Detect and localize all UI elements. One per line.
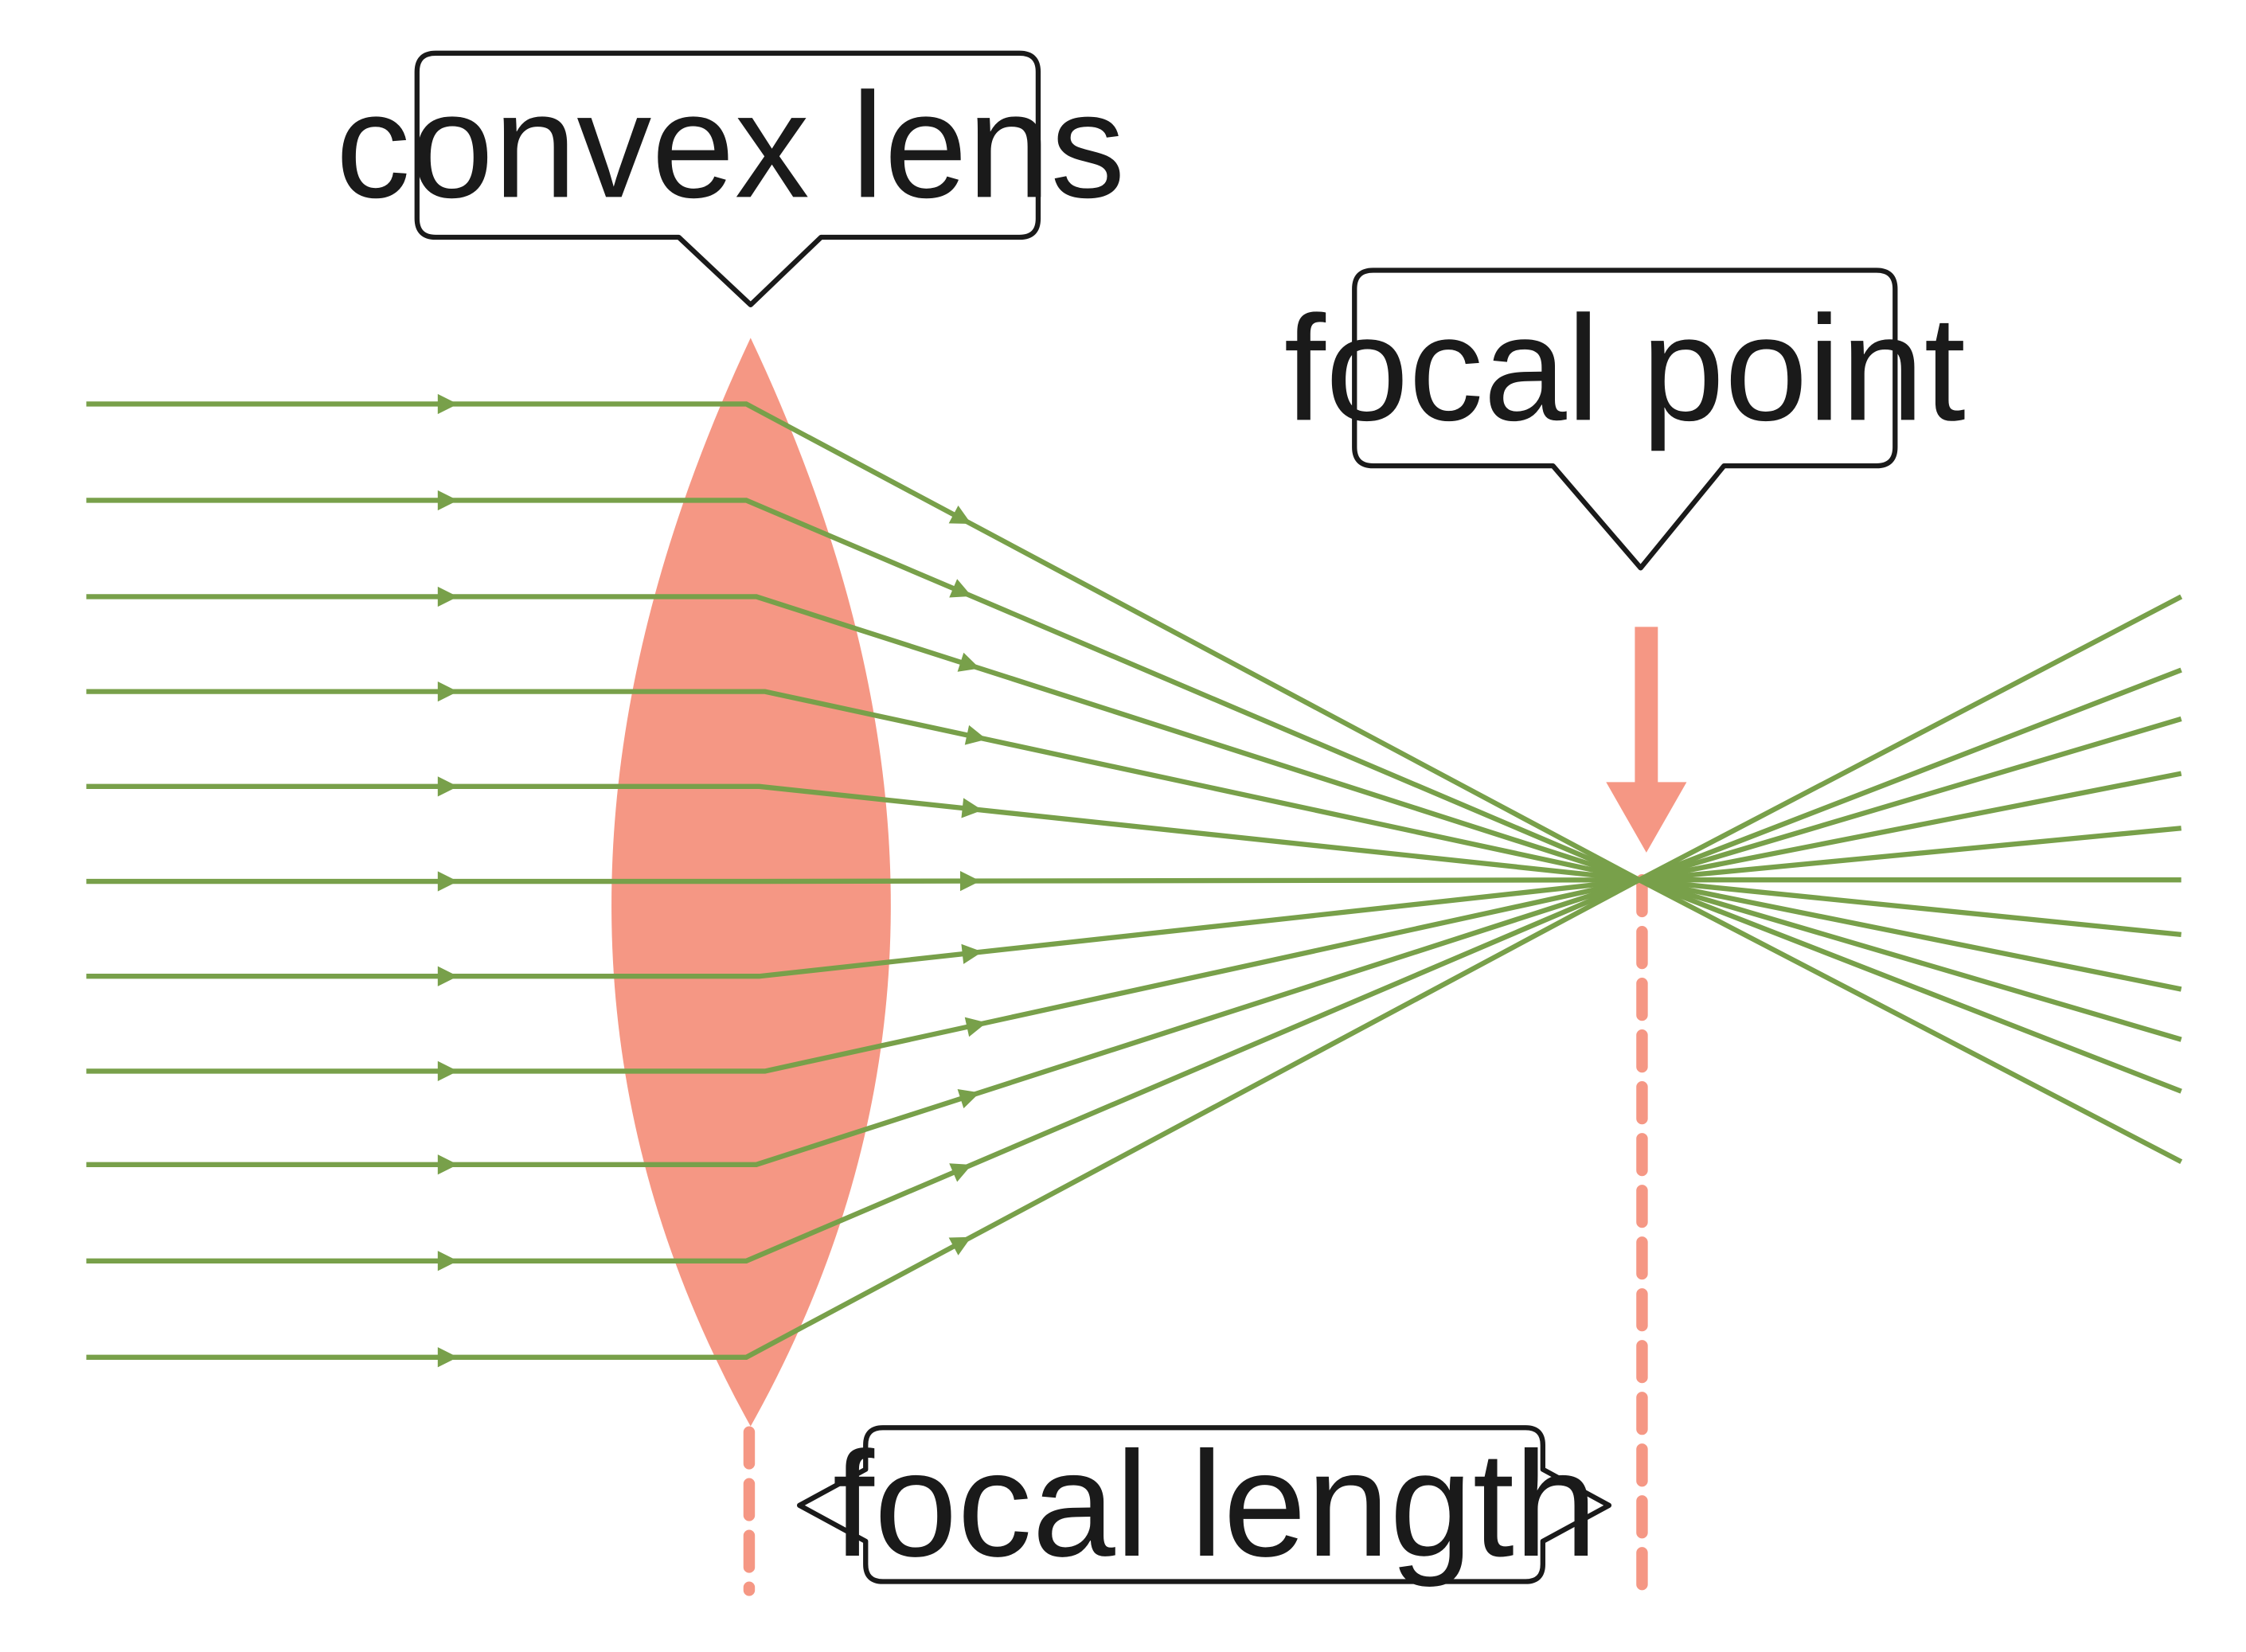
focal-length-callout: focal length [797, 1420, 1612, 1588]
focal-point-callout-box [1352, 268, 1898, 571]
focal-length-label: focal length [833, 1420, 1598, 1588]
ray-arrow-refracted [957, 1089, 980, 1109]
light-ray [86, 877, 2182, 1263]
light-ray [86, 783, 2182, 883]
ray-arrow-refracted [948, 1236, 971, 1256]
focal-point-label: focal point [1284, 284, 1966, 451]
ray-arrow-incoming [437, 1154, 459, 1175]
light-ray [86, 877, 2182, 979]
light-rays [86, 393, 2183, 1368]
ray-arrow-incoming [437, 681, 459, 702]
ray-arrow-refracted [959, 870, 981, 892]
ray-arrow-refracted [957, 652, 980, 672]
light-ray [86, 401, 2183, 883]
convex-lens-callout: convex lens [336, 50, 1126, 308]
ray-arrow-incoming [437, 1347, 459, 1368]
light-ray [86, 877, 2182, 1167]
light-ray [86, 689, 2182, 883]
light-ray [86, 877, 2183, 1360]
focal-point-arrow-head [1606, 782, 1687, 853]
ray-arrow-incoming [437, 393, 459, 415]
ray-arrow-refracted [964, 1017, 987, 1037]
ray-arrow-incoming [437, 586, 459, 607]
ray-arrow-incoming [437, 966, 459, 986]
ray-arrow-incoming [437, 776, 459, 797]
ray-arrow-refracted [961, 798, 982, 818]
light-ray [86, 498, 2182, 883]
ray-arrow-refracted [949, 579, 972, 598]
light-ray [86, 877, 2182, 1074]
focal-length-callout-box [797, 1425, 1612, 1584]
ray-arrow-refracted [964, 724, 987, 745]
ray-arrow-incoming [437, 871, 459, 892]
light-ray [86, 594, 2182, 883]
focal-point-arrow-shaft [1635, 627, 1658, 786]
light-ray [86, 877, 2182, 885]
ray-arrow-refracted [948, 506, 971, 525]
convex-lens-label: convex lens [336, 61, 1126, 228]
ray-arrow-refracted [961, 943, 982, 964]
convex-lens-callout-box [414, 50, 1041, 308]
ray-arrow-refracted [949, 1163, 972, 1182]
ray-arrow-incoming [437, 1251, 459, 1271]
ray-arrow-incoming [437, 1060, 459, 1082]
ray-arrow-incoming [437, 490, 459, 511]
focal-point-callout: focal point [1284, 268, 1966, 571]
